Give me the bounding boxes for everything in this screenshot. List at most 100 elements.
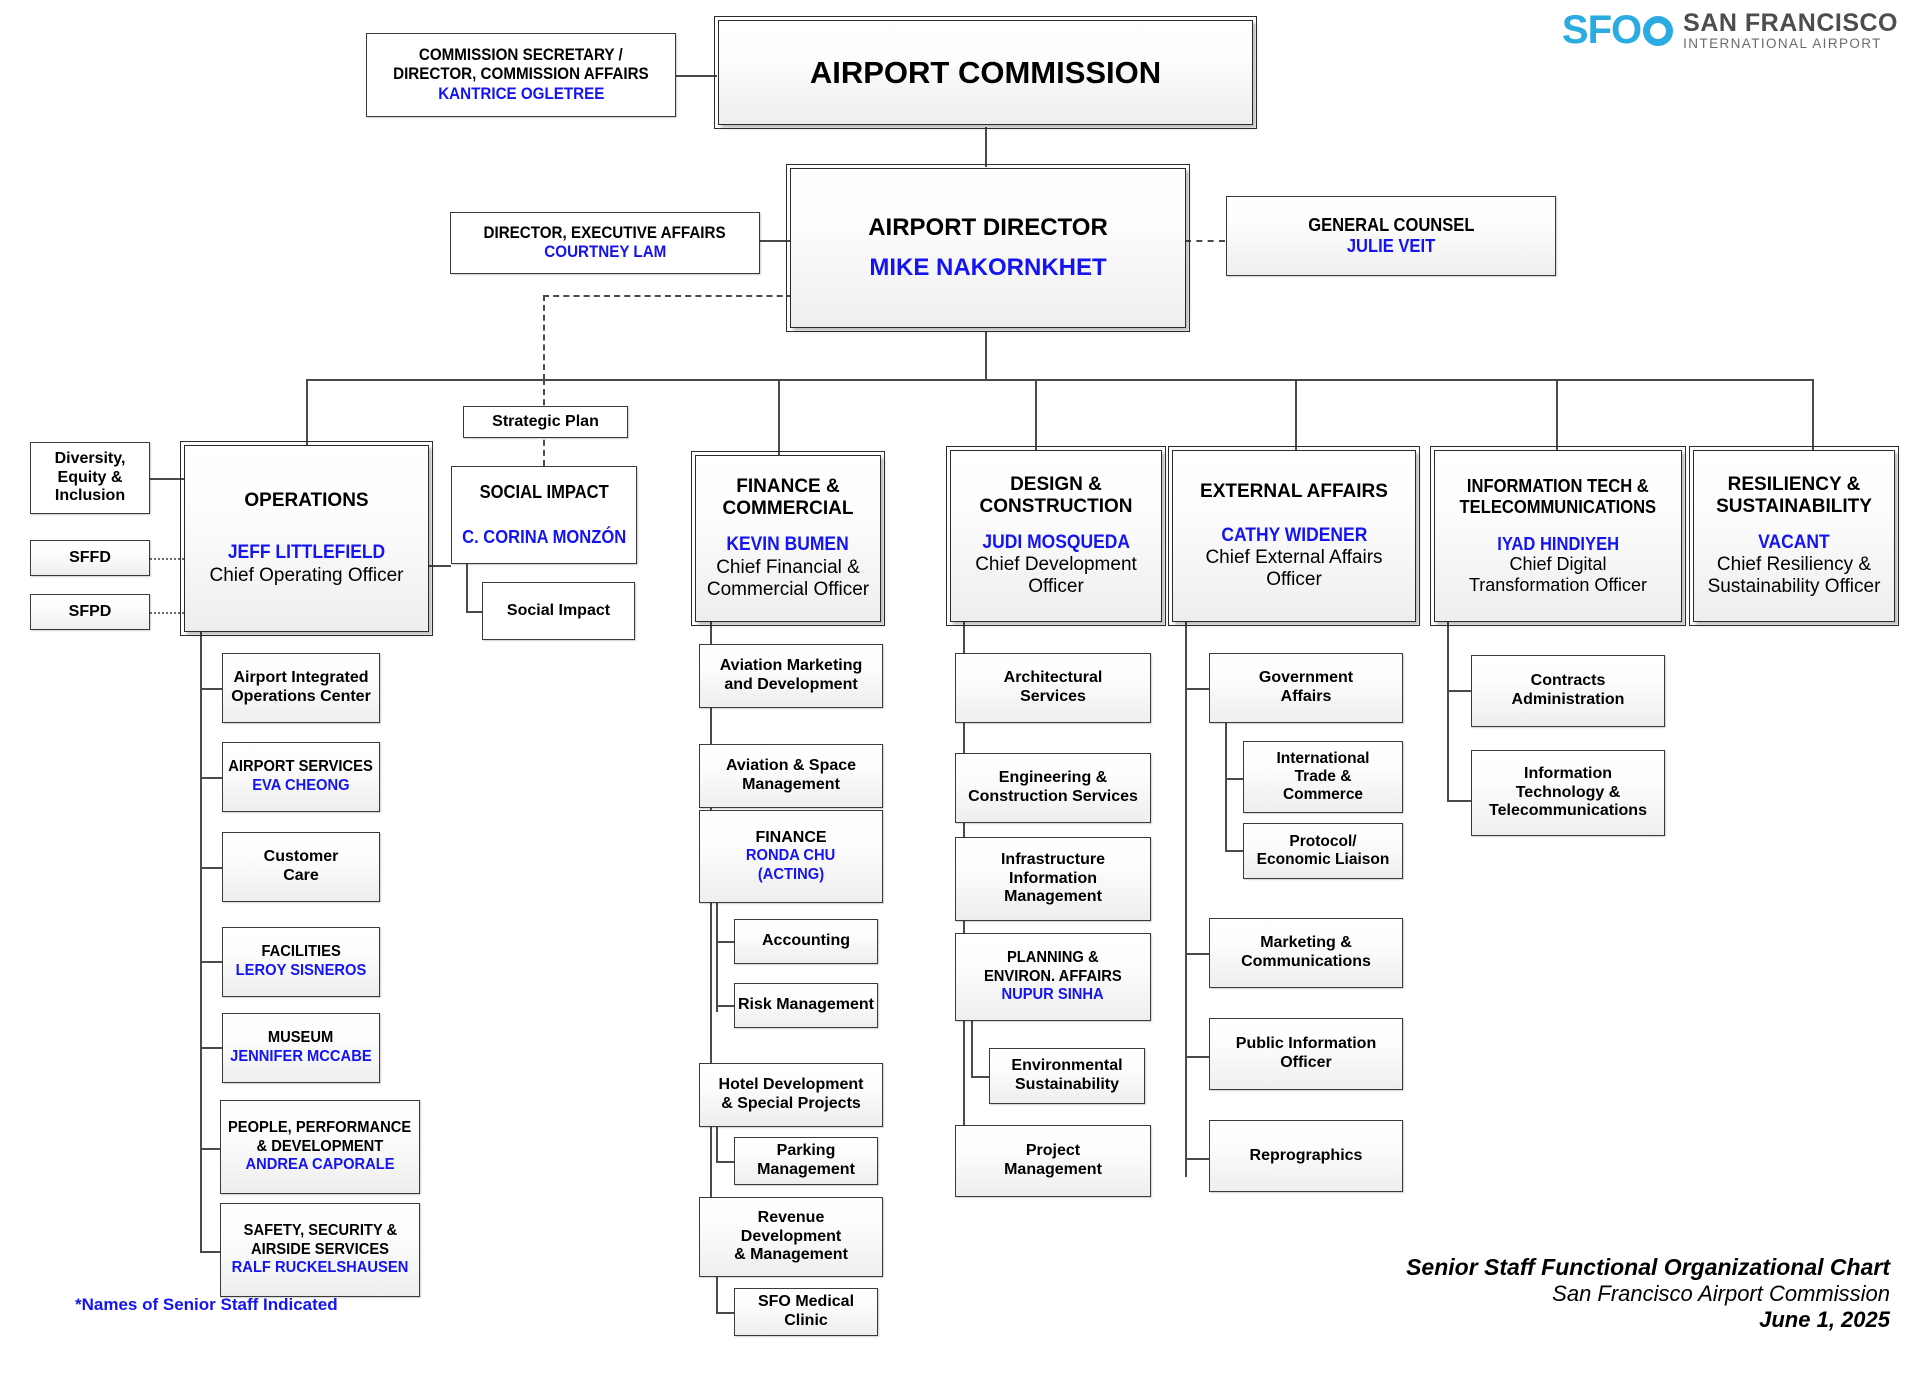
fin-c5-line3: & Management bbox=[734, 1246, 848, 1264]
connector-ops-4 bbox=[200, 961, 222, 963]
fin-hotel-development-box[interactable]: Hotel Development & Special Projects bbox=[699, 1063, 883, 1127]
airport-commission-box[interactable]: AIRPORT COMMISSION bbox=[714, 16, 1257, 129]
external-spine bbox=[1185, 622, 1187, 1177]
ea-c1-sub1-line1: International bbox=[1276, 750, 1370, 768]
it-c2-line1: Information bbox=[1524, 765, 1612, 783]
ea-gov-sub-spine bbox=[1225, 723, 1227, 851]
dc-environmental-sustainability-box[interactable]: Environmental Sustainability bbox=[989, 1048, 1145, 1104]
ea-government-affairs-box[interactable]: Government Affairs bbox=[1209, 653, 1403, 723]
ops-facilities-box[interactable]: FACILITIES LEROY SISNEROS bbox=[222, 927, 380, 997]
ops-people-performance-development-box[interactable]: PEOPLE, PERFORMANCE & DEVELOPMENT ANDREA… bbox=[220, 1100, 420, 1194]
airport-director-name: MIKE NAKORNKHET bbox=[869, 254, 1107, 281]
fin-aviation-space-management-box[interactable]: Aviation & Space Management bbox=[699, 744, 883, 808]
ops-safety-security-airside-box[interactable]: SAFETY, SECURITY & AIRSIDE SERVICES RALF… bbox=[220, 1203, 420, 1297]
general-counsel-box[interactable]: GENERAL COUNSEL JULIE VEIT bbox=[1226, 196, 1556, 276]
design-title-line1: DESIGN & bbox=[1010, 473, 1102, 495]
connector-ops-social bbox=[429, 565, 451, 567]
division-design-construction-box[interactable]: DESIGN & CONSTRUCTION JUDI MOSQUEDA Chie… bbox=[946, 446, 1166, 626]
division-resiliency-sustainability-box[interactable]: RESILIENCY & SUSTAINABILITY VACANT Chief… bbox=[1689, 446, 1899, 626]
it-contracts-administration-box[interactable]: Contracts Administration bbox=[1471, 655, 1665, 727]
ops-c7-name: RALF RUCKELSHAUSEN bbox=[231, 1259, 409, 1277]
commission-secretary-box[interactable]: COMMISSION SECRETARY / DIRECTOR, COMMISS… bbox=[366, 33, 676, 117]
dc-engineering-construction-box[interactable]: Engineering & Construction Services bbox=[955, 753, 1151, 823]
ea-c4-line1: Reprographics bbox=[1249, 1146, 1363, 1164]
connector-fin-3b bbox=[716, 1005, 734, 1007]
ea-c1-sub1-line3: Commerce bbox=[1282, 785, 1364, 803]
finance-spine bbox=[710, 622, 712, 1234]
strategic-plan-label: Strategic Plan bbox=[492, 412, 599, 430]
ops-c2-line1: AIRPORT SERVICES bbox=[228, 758, 374, 776]
dc-c4-line2: ENVIRON. AFFAIRS bbox=[984, 967, 1122, 985]
fin-risk-management-box[interactable]: Risk Management bbox=[734, 983, 878, 1028]
res-role-line1: Chief Resiliency & bbox=[1716, 554, 1872, 576]
fin-finance-box[interactable]: FINANCE RONDA CHU (ACTING) bbox=[699, 810, 883, 903]
dc-c4-line1: PLANNING & bbox=[1007, 949, 1099, 967]
social-impact-child-box[interactable]: Social Impact bbox=[482, 582, 635, 640]
dc-infrastructure-information-management-box[interactable]: Infrastructure Information Management bbox=[955, 837, 1151, 921]
dc-c1-line1: Architectural bbox=[1003, 669, 1103, 687]
social-impact-title: SOCIAL IMPACT bbox=[479, 482, 609, 503]
sffd-box[interactable]: SFFD bbox=[30, 540, 150, 576]
ops-customer-care-box[interactable]: Customer Care bbox=[222, 832, 380, 902]
division-external-affairs-box[interactable]: EXTERNAL AFFAIRS CATHY WIDENER Chief Ext… bbox=[1168, 446, 1420, 626]
director-executive-affairs-box[interactable]: DIRECTOR, EXECUTIVE AFFAIRS COURTNEY LAM bbox=[450, 212, 760, 274]
ops-c5-name: JENNIFER MCCABE bbox=[230, 1048, 372, 1065]
diversity-equity-inclusion-box[interactable]: Diversity, Equity & Inclusion bbox=[30, 442, 150, 514]
division-operations-box[interactable]: OPERATIONS JEFF LITTLEFIELD Chief Operat… bbox=[180, 441, 433, 636]
finance-title-line2: COMMERCIAL bbox=[722, 498, 854, 520]
ops-museum-box[interactable]: MUSEUM JENNIFER MCCABE bbox=[222, 1013, 380, 1083]
res-name: VACANT bbox=[1758, 531, 1830, 553]
airport-director-box[interactable]: AIRPORT DIRECTOR MIKE NAKORNKHET bbox=[786, 164, 1190, 332]
connector-fin-4a bbox=[716, 1161, 734, 1163]
ops-airport-integrated-operations-center-box[interactable]: Airport Integrated Operations Center bbox=[222, 653, 380, 723]
division-it-telecom-box[interactable]: INFORMATION TECH & TELECOMMUNICATIONS IY… bbox=[1430, 446, 1686, 626]
connector-ops-6 bbox=[200, 1148, 222, 1150]
division-social-impact-box[interactable]: SOCIAL IMPACT C. CORINA MONZÓN bbox=[451, 466, 637, 564]
connector-it-2 bbox=[1447, 800, 1471, 802]
dc-c4-sub1-line2: Sustainability bbox=[1014, 1076, 1120, 1093]
ea-international-trade-commerce-box[interactable]: International Trade & Commerce bbox=[1243, 741, 1403, 813]
dc-architectural-services-box[interactable]: Architectural Services bbox=[955, 653, 1151, 723]
dc-project-management-box[interactable]: Project Management bbox=[955, 1125, 1151, 1197]
fin-c3-name: RONDA CHU bbox=[746, 847, 836, 865]
it-information-technology-telecommunications-box[interactable]: Information Technology & Telecommunicati… bbox=[1471, 750, 1665, 836]
footer-line3: June 1, 2025 bbox=[1759, 1307, 1890, 1332]
external-role-line2: Officer bbox=[1266, 569, 1322, 591]
it-c2-line2: Technology & bbox=[1515, 783, 1621, 801]
connector-strategic-dashed-elbow bbox=[543, 295, 803, 297]
fin-revenue-development-box[interactable]: Revenue Development & Management bbox=[699, 1197, 883, 1277]
division-finance-commercial-box[interactable]: FINANCE & COMMERCIAL KEVIN BUMEN Chief F… bbox=[691, 451, 885, 626]
executive-affairs-name: COURTNEY LAM bbox=[543, 243, 667, 261]
ops-c4-line1: FACILITIES bbox=[261, 943, 341, 961]
operations-title: OPERATIONS bbox=[244, 490, 369, 512]
commission-secretary-name: KANTRICE OGLETREE bbox=[437, 84, 605, 103]
design-role-line2: Officer bbox=[1028, 576, 1084, 598]
sfpd-label: SFPD bbox=[68, 602, 112, 620]
ea-marketing-communications-box[interactable]: Marketing & Communications bbox=[1209, 918, 1403, 988]
fin-aviation-marketing-box[interactable]: Aviation Marketing and Development bbox=[699, 644, 883, 708]
fin-accounting-box[interactable]: Accounting bbox=[734, 919, 878, 964]
senior-staff-note: *Names of Senior Staff Indicated bbox=[75, 1295, 338, 1314]
connector-social-1 bbox=[466, 611, 482, 613]
ea-reprographics-box[interactable]: Reprographics bbox=[1209, 1120, 1403, 1192]
dc-planning-environ-affairs-box[interactable]: PLANNING & ENVIRON. AFFAIRS NUPUR SINHA bbox=[955, 933, 1151, 1021]
dei-line1: Diversity, bbox=[54, 450, 126, 468]
external-role-line1: Chief External Affairs bbox=[1205, 547, 1383, 568]
connector-drop-resiliency bbox=[1812, 379, 1814, 456]
fin-sfo-medical-clinic-box[interactable]: SFO Medical Clinic bbox=[734, 1288, 878, 1336]
airport-director-title: AIRPORT DIRECTOR bbox=[868, 214, 1108, 242]
strategic-plan-box[interactable]: Strategic Plan bbox=[463, 406, 628, 438]
ea-public-information-officer-box[interactable]: Public Information Officer bbox=[1209, 1018, 1403, 1090]
ea-c1-sub2-line2: Economic Liaison bbox=[1256, 851, 1390, 868]
finance-title-line1: FINANCE & bbox=[736, 476, 840, 498]
fin-c5-line2: Development bbox=[740, 1227, 842, 1245]
it-title-line2: TELECOMMUNICATIONS bbox=[1459, 496, 1657, 517]
ops-airport-services-box[interactable]: AIRPORT SERVICES EVA CHEONG bbox=[222, 742, 380, 812]
dc-c5-line2: Management bbox=[1004, 1161, 1102, 1178]
fin-c5-line1: Revenue bbox=[757, 1209, 825, 1227]
fin-parking-management-box[interactable]: Parking Management bbox=[734, 1137, 878, 1185]
connector-ops-2 bbox=[200, 777, 222, 779]
it-c1-line2: Administration bbox=[1511, 691, 1625, 708]
ea-protocol-economic-liaison-box[interactable]: Protocol/ Economic Liaison bbox=[1243, 823, 1403, 879]
sfpd-box[interactable]: SFPD bbox=[30, 594, 150, 630]
